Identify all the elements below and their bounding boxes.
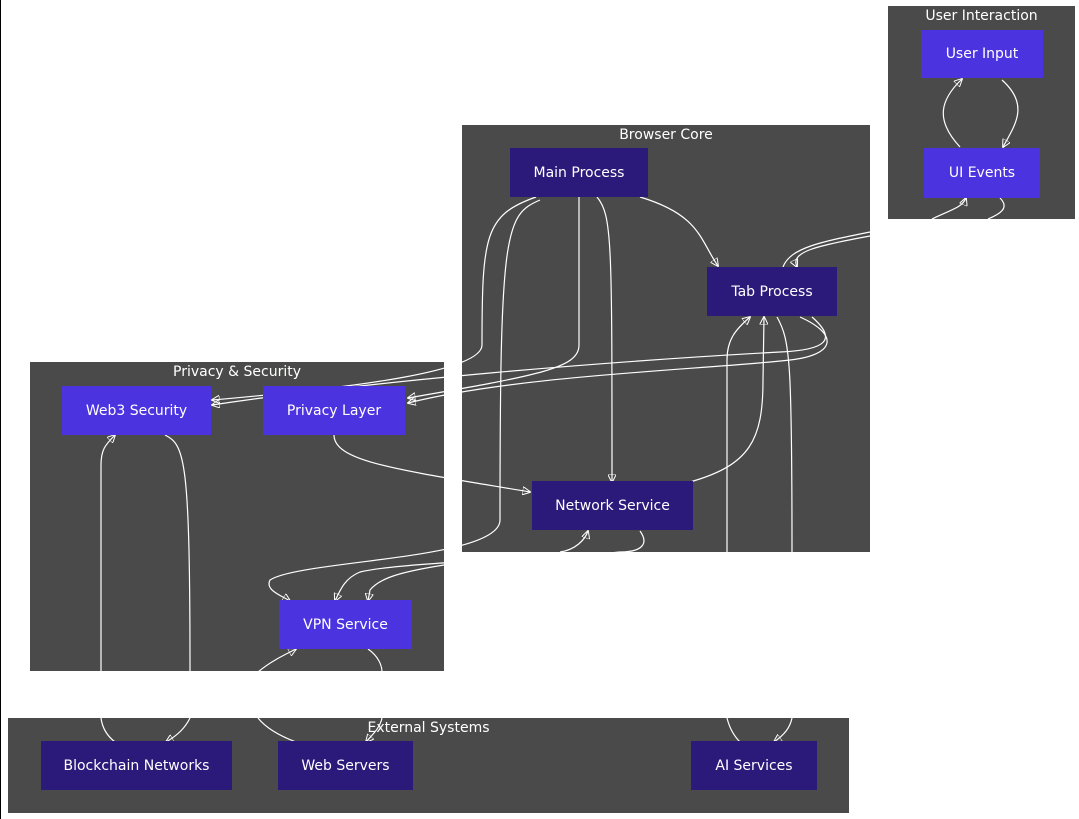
cluster-label-user-interaction: User Interaction	[925, 8, 1038, 24]
node-label-user-input: User Input	[945, 46, 1019, 62]
node-label-web3-security: Web3 Security	[85, 402, 188, 419]
node-label-network-service: Network Service	[555, 497, 670, 514]
node-web3-security[interactable]: Web3 Security	[62, 386, 211, 435]
node-tab-process[interactable]: Tab Process	[707, 267, 837, 316]
node-privacy-layer[interactable]: Privacy Layer	[263, 386, 405, 435]
node-blockchain-networks[interactable]: Blockchain Networks	[41, 741, 232, 790]
node-label-vpn-service: VPN Service	[303, 616, 388, 633]
cluster-label-external-systems: External Systems	[367, 720, 490, 736]
node-label-tab-process: Tab Process	[731, 283, 813, 300]
left-border	[0, 0, 1, 819]
node-network-service[interactable]: Network Service	[532, 481, 693, 530]
node-web-servers[interactable]: Web Servers	[278, 741, 413, 790]
node-label-web-servers: Web Servers	[301, 757, 390, 774]
node-label-ai-services: AI Services	[715, 757, 793, 774]
node-ui-events[interactable]: UI Events	[924, 148, 1040, 198]
node-label-main-process: Main Process	[533, 164, 625, 181]
node-ai-services[interactable]: AI Services	[691, 741, 817, 790]
node-label-ui-events: UI Events	[948, 165, 1016, 181]
node-main-process[interactable]: Main Process	[510, 148, 648, 197]
node-label-blockchain-networks: Blockchain Networks	[63, 757, 210, 774]
node-user-input[interactable]: User Input	[921, 30, 1043, 78]
node-label-privacy-layer: Privacy Layer	[286, 402, 382, 419]
node-vpn-service[interactable]: VPN Service	[279, 600, 412, 649]
cluster-label-privacy-security: Privacy & Security	[173, 364, 301, 380]
cluster-label-browser-core: Browser Core	[619, 127, 713, 143]
